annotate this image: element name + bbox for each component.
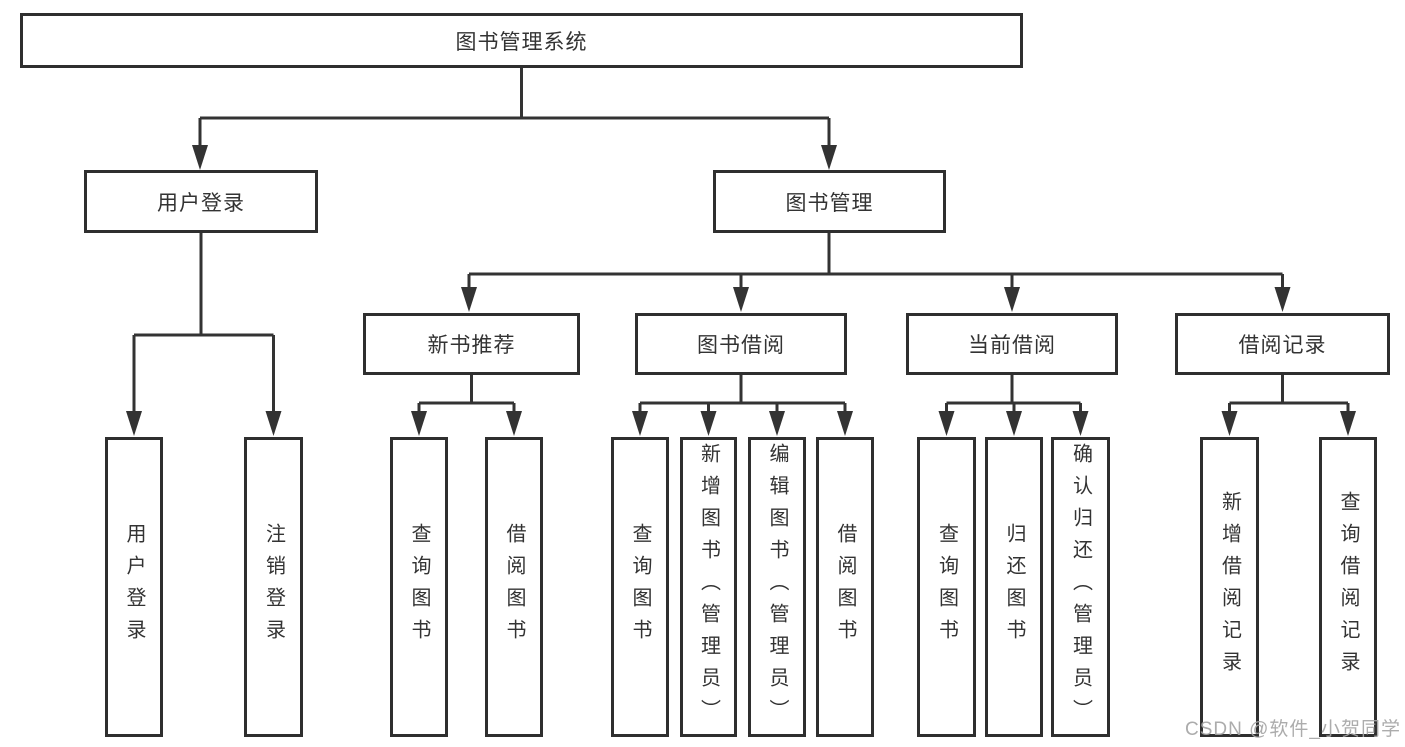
node-new-book-recommend: 新书推荐 xyxy=(363,313,580,375)
node-current-borrow: 当前借阅 xyxy=(906,313,1118,375)
node-leaf-add-borrow-record: 新增借阅记录 xyxy=(1200,437,1259,737)
node-root-label: 图书管理系统 xyxy=(455,30,588,54)
node-leaf-logout-label: 注销登录 xyxy=(262,523,285,651)
node-leaf-add-book-admin: 新增图书（管理员） xyxy=(680,437,737,737)
csdn-watermark: CSDN @软件_小贺同学 xyxy=(1185,719,1401,740)
node-leaf-query-books-2-label: 查询图书 xyxy=(629,523,651,651)
node-leaf-return-book: 归还图书 xyxy=(985,437,1043,737)
node-leaf-logout: 注销登录 xyxy=(244,437,303,737)
node-leaf-edit-book-admin-label: 编辑图书（管理员） xyxy=(766,443,788,731)
node-book-management: 图书管理 xyxy=(713,170,946,233)
node-book-borrow: 图书借阅 xyxy=(635,313,847,375)
node-leaf-query-books-1: 查询图书 xyxy=(390,437,448,737)
node-leaf-confirm-return-admin: 确认归还（管理员） xyxy=(1051,437,1110,737)
node-leaf-query-books-2: 查询图书 xyxy=(611,437,669,737)
node-leaf-add-book-admin-label: 新增图书（管理员） xyxy=(697,443,720,731)
node-root: 图书管理系统 xyxy=(20,13,1023,68)
node-current-borrow-label: 当前借阅 xyxy=(968,334,1056,357)
arrowheads xyxy=(126,145,1356,436)
node-borrow-records-label: 借阅记录 xyxy=(1238,334,1327,357)
node-new-book-recommend-label: 新书推荐 xyxy=(427,334,516,357)
node-leaf-query-books-3-label: 查询图书 xyxy=(935,523,958,651)
node-leaf-confirm-return-admin-label: 确认归还（管理员） xyxy=(1069,443,1092,731)
node-book-borrow-label: 图书借阅 xyxy=(697,334,785,357)
node-leaf-add-borrow-record-label: 新增借阅记录 xyxy=(1218,491,1241,683)
node-leaf-return-book-label: 归还图书 xyxy=(1003,523,1025,651)
node-user-login-label: 用户登录 xyxy=(157,191,245,215)
node-leaf-query-borrow-record: 查询借阅记录 xyxy=(1319,437,1377,737)
node-leaf-query-books-1-label: 查询图书 xyxy=(408,523,430,651)
node-borrow-records: 借阅记录 xyxy=(1175,313,1390,375)
node-leaf-borrow-books-2-label: 借阅图书 xyxy=(834,523,856,651)
node-user-login: 用户登录 xyxy=(84,170,318,233)
node-leaf-query-borrow-record-label: 查询借阅记录 xyxy=(1337,491,1359,683)
node-book-management-label: 图书管理 xyxy=(785,191,874,215)
node-leaf-user-login-label: 用户登录 xyxy=(123,523,145,651)
node-leaf-query-books-3: 查询图书 xyxy=(917,437,976,737)
node-leaf-borrow-books-2: 借阅图书 xyxy=(816,437,874,737)
node-leaf-borrow-books-1-label: 借阅图书 xyxy=(503,523,525,651)
node-leaf-user-login: 用户登录 xyxy=(105,437,163,737)
node-leaf-edit-book-admin: 编辑图书（管理员） xyxy=(748,437,806,737)
node-leaf-borrow-books-1: 借阅图书 xyxy=(485,437,543,737)
